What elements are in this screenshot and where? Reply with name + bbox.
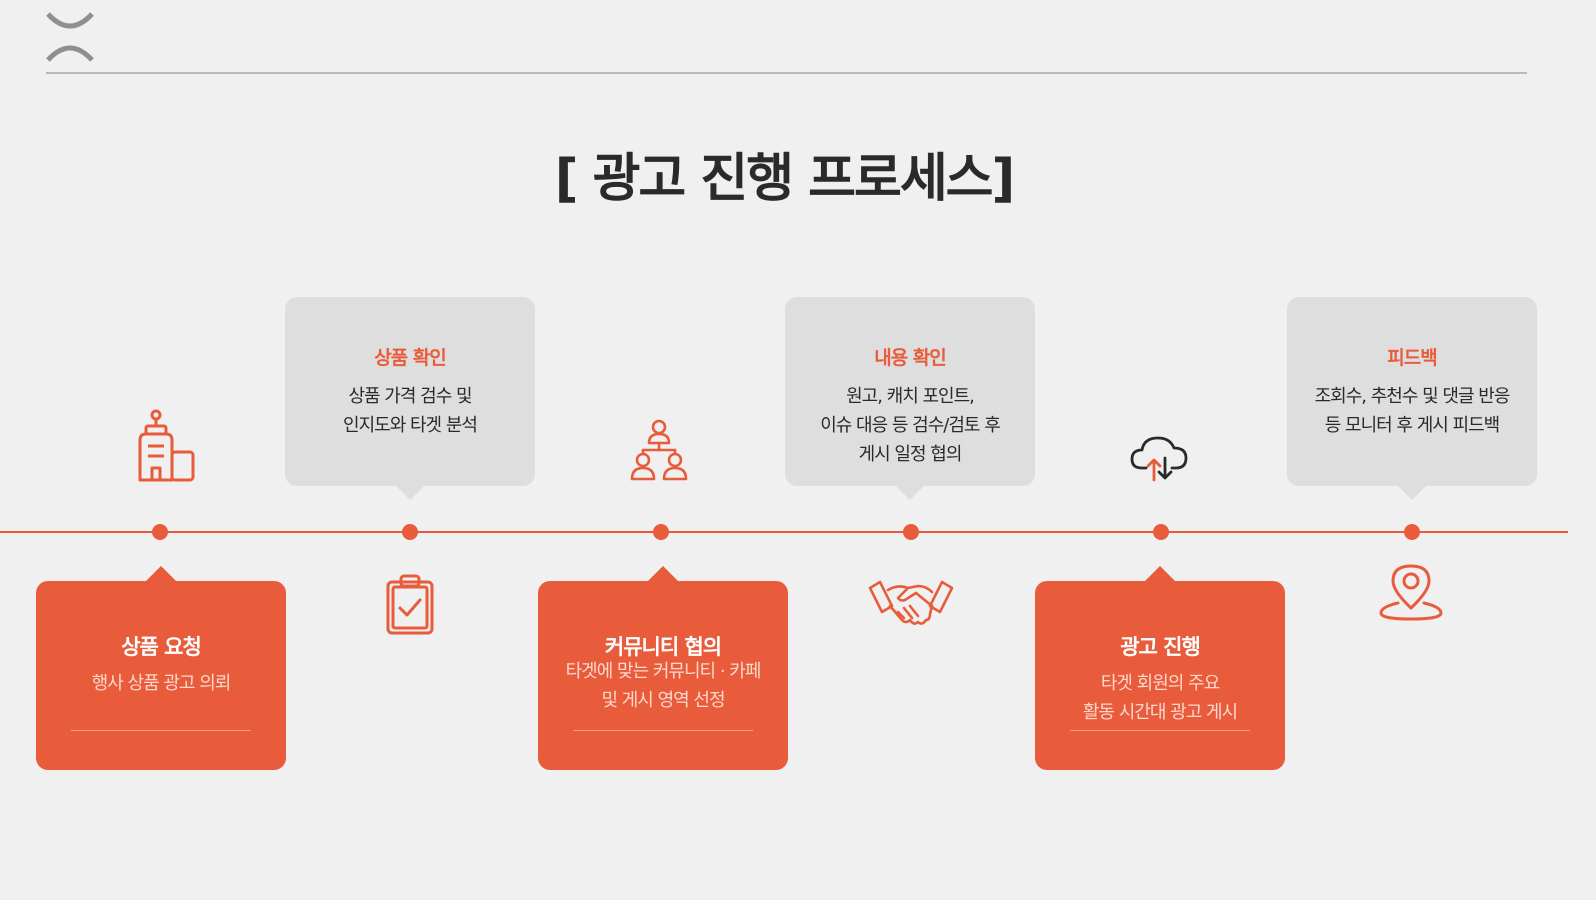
logo-icon	[44, 12, 96, 62]
step-6-title: 피드백	[1387, 347, 1437, 369]
step-1-title: 상품 요청	[121, 635, 202, 659]
step-6-description: 조회수, 추천수 및 댓글 반응 등 모니터 후 게시 피드백	[1287, 382, 1537, 440]
step-5-divider	[1070, 730, 1250, 731]
step-4-description: 원고, 캐치 포인트, 이슈 대응 등 검수/검토 후 게시 일정 협의	[785, 382, 1035, 469]
step-6-card: 피드백 조회수, 추천수 및 댓글 반응 등 모니터 후 게시 피드백	[1287, 297, 1537, 500]
step-5-title: 광고 진행	[1120, 635, 1201, 659]
timeline-dot-5	[1153, 524, 1169, 540]
step-1-divider	[71, 730, 251, 731]
step-2-card: 상품 확인 상품 가격 검수 및 인지도와 타겟 분석	[285, 297, 535, 500]
step-3-description: 타겟에 맞는 커뮤니티 · 카페 및 게시 영역 선정	[538, 657, 788, 715]
step-6-line-2: 등 모니터 후 게시 피드백	[1324, 415, 1501, 436]
timeline-dot-3	[653, 524, 669, 540]
step-2-description: 상품 가격 검수 및 인지도와 타겟 분석	[285, 382, 535, 440]
timeline-dot-2	[402, 524, 418, 540]
timeline-line	[0, 531, 1568, 533]
step-4-line-3: 게시 일정 협의	[858, 444, 963, 465]
step-4-line-2: 이슈 대응 등 검수/검토 후	[820, 415, 1001, 436]
location-pin-icon	[1378, 563, 1444, 623]
step-4-line-1: 원고, 캐치 포인트,	[846, 386, 975, 407]
handshake-icon	[868, 576, 954, 632]
step-2-line-2: 인지도와 타겟 분석	[343, 415, 478, 436]
step-2-line-1: 상품 가격 검수 및	[348, 386, 472, 407]
header-divider	[46, 72, 1527, 74]
step-3-line-2: 및 게시 영역 선정	[601, 690, 725, 711]
step-4-title: 내용 확인	[874, 347, 947, 369]
step-5-description: 타겟 회원의 주요 활동 시간대 광고 게시	[1035, 669, 1285, 727]
step-3-divider	[573, 730, 753, 731]
timeline-dot-4	[903, 524, 919, 540]
step-5-line-1: 타겟 회원의 주요	[1100, 673, 1220, 694]
step-1-line-1: 행사 상품 광고 의뢰	[91, 673, 232, 694]
cloud-sync-icon	[1130, 434, 1190, 484]
building-icon	[135, 408, 199, 484]
step-1-card: 상품 요청 행사 상품 광고 의뢰	[36, 566, 286, 770]
people-network-icon	[628, 418, 692, 482]
timeline-dot-1	[152, 524, 168, 540]
step-2-title: 상품 확인	[374, 347, 447, 369]
step-3-card: 커뮤니티 협의 타겟에 맞는 커뮤니티 · 카페 및 게시 영역 선정	[538, 566, 788, 770]
page-title: [ 광고 진행 프로세스]	[554, 149, 1016, 209]
step-5-card: 광고 진행 타겟 회원의 주요 활동 시간대 광고 게시	[1035, 566, 1285, 770]
clipboard-check-icon	[384, 574, 436, 636]
timeline-dot-6	[1404, 524, 1420, 540]
step-5-line-2: 활동 시간대 광고 게시	[1082, 702, 1238, 723]
step-6-line-1: 조회수, 추천수 및 댓글 반응	[1314, 386, 1511, 407]
step-3-line-1: 타겟에 맞는 커뮤니티 · 카페	[565, 661, 762, 682]
step-4-card: 내용 확인 원고, 캐치 포인트, 이슈 대응 등 검수/검토 후 게시 일정 …	[785, 297, 1035, 500]
step-3-title: 커뮤니티 협의	[604, 635, 722, 659]
